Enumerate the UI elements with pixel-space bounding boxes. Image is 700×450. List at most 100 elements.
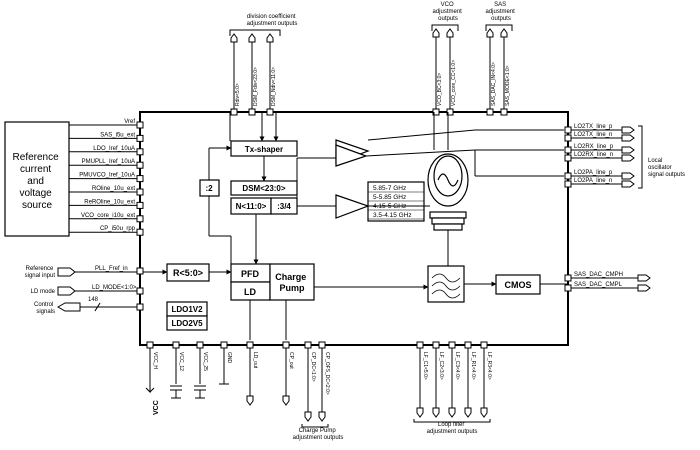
vco-amplifiers: [335, 139, 469, 231]
top-pin-label: SAS_DAC_IN<4:0>: [491, 62, 497, 106]
pll-fref-pin-label: PLL_Fref_in: [95, 266, 128, 272]
pfd-label: PFD: [241, 269, 260, 279]
power-pin-pad: [220, 341, 228, 349]
top-pin-label: SAS_MODE<1:0>: [505, 65, 511, 106]
power-pin-label: VCC_H: [152, 352, 158, 369]
lo-pin-pad: [564, 126, 572, 134]
lf-adjust-pin-label: LF_R1<4:0>: [470, 352, 476, 380]
cp-adjust-pin-arrow: [304, 411, 312, 422]
lo-pin-label: LO2PA_line_p: [574, 170, 613, 176]
ref-pin-pad: [136, 201, 144, 209]
lo-pin-arrow: [621, 172, 635, 180]
top-pin-label: DSM_Fdiv<23:0>: [253, 67, 259, 106]
lo-outputs-title: Local oscillator signal outputs: [648, 158, 685, 178]
internal-wiring: [143, 112, 568, 340]
ldo1-label: LDO1V2: [171, 305, 203, 314]
lf-adjust-pin-label: LF_C1<5:0>: [422, 352, 428, 380]
top-pin-label: VCO_BC<3:0>: [437, 73, 443, 106]
top-pin-arrow: [432, 28, 440, 38]
ref-pin-pad: [136, 121, 144, 129]
ref-signal-label: LDO_Iref_10uA: [93, 146, 135, 152]
lo-pin-pad: [564, 172, 572, 180]
top-pin-pad: [486, 108, 494, 116]
top-pin-arrow: [500, 28, 508, 38]
division-title: division coefficient adjustment outputs: [247, 14, 298, 27]
vco-band-label: 5.85-7 GHz: [373, 185, 406, 192]
lo-pin-label: LO2TX_line_p: [574, 124, 613, 130]
left-inputs: [56, 267, 144, 312]
lo-pin-arrow: [621, 134, 635, 142]
dsm-label: DSM<23:0>: [242, 184, 285, 193]
lf-adjust-pin-pad: [464, 341, 472, 349]
top-pin-pad: [230, 108, 238, 116]
top-pin-pad: [500, 108, 508, 116]
lo-pin-arrow: [621, 126, 635, 134]
top-pin-arrow: [248, 33, 256, 43]
top-pin-pad: [446, 108, 454, 116]
div2-label: :2: [205, 184, 213, 193]
top-pin-label: DSM_Ndiv<11:0>: [271, 67, 277, 106]
top-pin-arrow: [446, 28, 454, 38]
sas-dac-pin-pad: [564, 284, 572, 292]
cp-out-pin-label: CP_out: [288, 352, 294, 369]
lo-pin-pad: [564, 134, 572, 142]
lo-pin-pad: [564, 146, 572, 154]
charge-pump-block: [269, 263, 315, 301]
cp-adjust-title: Charge Pump adjustment outputs: [293, 428, 344, 441]
reference-source-label: Reference current and voltage source: [13, 152, 62, 211]
ref-signal-input-label: Reference signal input: [25, 266, 56, 279]
ref-pin-pad: [136, 148, 144, 156]
chip-outline: [139, 111, 569, 346]
top-pin-pad: [248, 108, 256, 116]
cp-adjust-pin-arrow: [318, 411, 326, 422]
ref-signal-label: PMUPLL_Iref_10uA: [82, 159, 135, 165]
lo-pin-arrow: [621, 146, 635, 154]
lo-pin-arrow: [621, 154, 635, 162]
ref-pin-pad: [136, 215, 144, 223]
lf-adjust-pin-arrow: [416, 407, 424, 418]
top-pin-arrow: [266, 33, 274, 43]
control-signals-label: Control signals: [34, 302, 55, 315]
vcc-label: VCC: [153, 400, 160, 415]
ld-mode-pin-label: LD_MODE<1:0>: [92, 285, 137, 291]
lf-adjust-pin-pad: [432, 341, 440, 349]
lo-output-pins: LO2TX_line_pLO2TX_line_nLO2RX_line_pLO2R…: [564, 124, 643, 189]
cp-adjust-pin-pad: [318, 341, 326, 349]
sas-adjust-title: SAS adjustment outputs: [485, 2, 516, 22]
sas-dac-pin-arrow: [637, 284, 651, 292]
ld-mode-label: LD mode: [31, 289, 56, 295]
tx-shaper-label: Tx-shaper: [245, 145, 283, 154]
lf-adjust-pin-pad: [448, 341, 456, 349]
cp-adjust-pin-label: CP_DC<1:0>: [310, 352, 316, 382]
n-div-label: N<11:0>: [236, 202, 267, 211]
ref-pin-pad: [136, 134, 144, 142]
power-pin-pad: [172, 341, 180, 349]
sas-dac-pin-label: SAS_DAC_CMPH: [574, 272, 623, 278]
lo-pin-label: LO2TX_line_n: [574, 132, 612, 138]
vco-band-box: [367, 181, 425, 222]
top-pin-arrow: [486, 28, 494, 38]
top-pin-label: VCO_core_CC<1:0>: [451, 60, 457, 106]
cp-out-pin-pad: [282, 341, 290, 349]
ref-signal-label: CP_i50u_rpp: [100, 226, 136, 232]
lf-adjust-pin-arrow: [480, 407, 488, 418]
loop-filter-block: [427, 265, 465, 303]
r-div-label: R<5:0>: [173, 268, 203, 278]
vco-band-label: 3.5-4.15 GHz: [373, 212, 412, 219]
cp-out-pin-arrow: [282, 395, 290, 406]
lo-pin-pad: [564, 154, 572, 162]
power-pin-pad: [196, 341, 204, 349]
lo-pin-label: LO2PA_line_n: [574, 178, 612, 184]
ref-signal-label: ReROline_10u_ext: [84, 199, 135, 205]
cp-adjust-pin-label: CP_OFS_DC<2:0>: [324, 352, 330, 395]
top-pin-label: Rdiv<5:0>: [235, 83, 241, 106]
lo-pin-label: LO2RX_line_n: [574, 152, 613, 158]
ld-out-pin-label: LD_out: [252, 352, 258, 369]
sas-dac-pin-label: SAS_DAC_CMPL: [574, 282, 623, 288]
vco-adjust-title: VCO adjustment outputs: [432, 2, 463, 22]
ldo2-block: [166, 315, 208, 331]
sas-dac-pin-arrow: [637, 274, 651, 282]
ref-signal-label: PMUVCO_Iref_10uA: [79, 173, 135, 179]
reference-signal-lines: VrefSAS_i5u_extLDO_Iref_10uAPMUPLL_Iref_…: [69, 119, 144, 236]
